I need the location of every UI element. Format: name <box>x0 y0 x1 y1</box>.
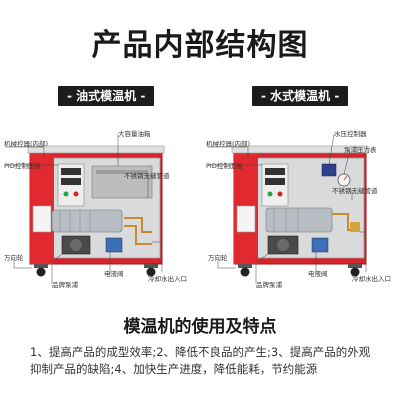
water-label-pump: 品牌泵浦 <box>256 281 282 289</box>
oil-machine-body <box>27 145 165 277</box>
oil-label-pipe: 不锈钢无缝管道 <box>124 172 170 180</box>
water-label-pid-panel: PID控制面板 <box>206 162 243 170</box>
features-description: 1、提高产品的成型效率;2、降低不良品的产生;3、提高产品的外观抑制产品的缺陷;… <box>30 345 371 376</box>
water-machine-illustration <box>208 133 369 284</box>
oil-leader-lines <box>6 134 163 284</box>
page-title: 产品内部结构图 <box>91 28 309 63</box>
water-label-pipe: 不锈钢无缝管道 <box>332 187 378 195</box>
oil-machine-illustration <box>6 134 165 284</box>
water-label-water-port: 冷却水出入口 <box>352 275 391 283</box>
water-label-pressure-controller: 水压控制器 <box>334 130 367 138</box>
water-machine-diagram: 机械控器(内部) PID控制面板 水压控制器 泵浦压力表 不锈钢无缝管道 万向轮… <box>204 114 400 289</box>
water-label-control-box: 机械控器(内部) <box>206 140 251 148</box>
oil-machine-diagram: 机械控器(内部) PID控制面板 大容量油箱 不锈钢无缝管道 万向轮 品牌泵浦 … <box>0 114 196 289</box>
water-leader-lines <box>208 133 367 284</box>
oil-label-water-port: 冷却水出入口 <box>148 275 187 283</box>
features-title: 模温机的使用及特点 <box>123 317 277 337</box>
oil-machine-badge: - 油式模温机 - <box>58 86 155 106</box>
water-label-solenoid: 电液阀 <box>308 270 328 278</box>
oil-label-fuel-tank: 大容量油箱 <box>118 130 151 138</box>
water-label-caster: 万向轮 <box>208 254 228 262</box>
oil-label-control-box: 机械控器(内部) <box>4 140 49 148</box>
water-label-pump-gauge: 泵浦压力表 <box>344 146 377 154</box>
water-machine-body <box>231 145 369 277</box>
oil-label-pump: 品牌泵浦 <box>52 281 78 289</box>
oil-label-pid-panel: PID控制面板 <box>4 162 41 170</box>
oil-label-solenoid: 电液阀 <box>104 270 124 278</box>
water-machine-badge: - 水式模温机 - <box>252 86 349 106</box>
oil-label-caster: 万向轮 <box>4 254 24 262</box>
